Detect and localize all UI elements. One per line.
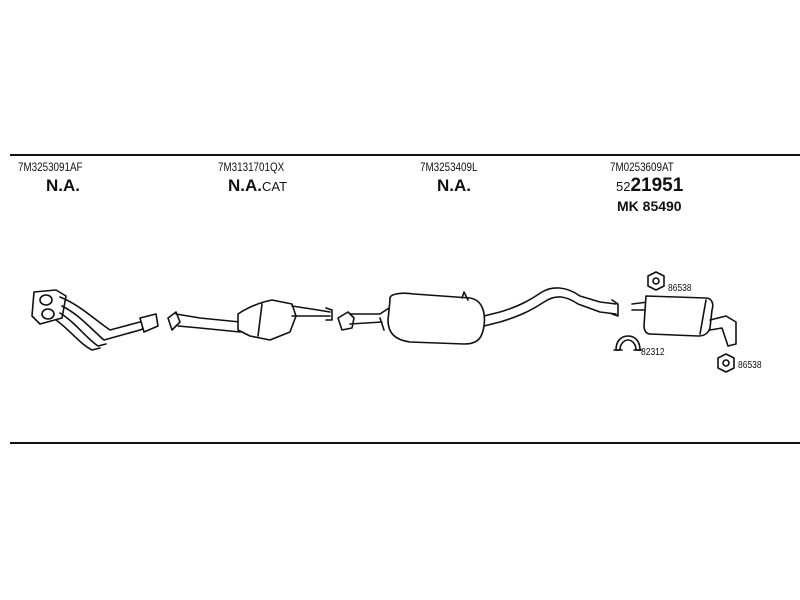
- part-code-catalytic-converter: 7M3131701QX: [218, 160, 285, 174]
- clamp-mid-label: 82312: [641, 347, 665, 358]
- alt-number-main: 21951: [630, 175, 684, 196]
- alt-number-prefix: 52: [616, 179, 631, 194]
- availability-front-pipe: N.A.: [46, 176, 80, 195]
- mk-part-number: MK 85490: [617, 198, 682, 214]
- alternative-part-number: 5221951: [616, 175, 683, 197]
- clamp-bottom-label: 86538: [738, 360, 762, 371]
- part-code-middle-silencer: 7M3253409L: [420, 160, 478, 174]
- catalytic-converter-drawing: [167, 299, 333, 341]
- clamp-top-label: 86538: [668, 283, 692, 294]
- clamp-mid-drawing: [613, 335, 643, 351]
- clamp-bottom-drawing: [717, 353, 735, 373]
- part-code-rear-silencer: 7M0253609AT: [610, 160, 674, 174]
- availability-catalytic-converter: N.A.CAT: [228, 176, 288, 195]
- rear-silencer-drawing: [631, 295, 737, 347]
- availability-middle-silencer: N.A.: [437, 176, 471, 195]
- bottom-divider-line: [10, 442, 800, 444]
- front-pipe-drawing: [31, 289, 159, 351]
- cat-suffix: CAT: [262, 179, 288, 194]
- top-divider-line: [10, 154, 800, 156]
- middle-silencer-drawing: [337, 287, 619, 345]
- clamp-top-drawing: [647, 271, 665, 291]
- part-code-front-pipe: 7M3253091AF: [18, 160, 83, 174]
